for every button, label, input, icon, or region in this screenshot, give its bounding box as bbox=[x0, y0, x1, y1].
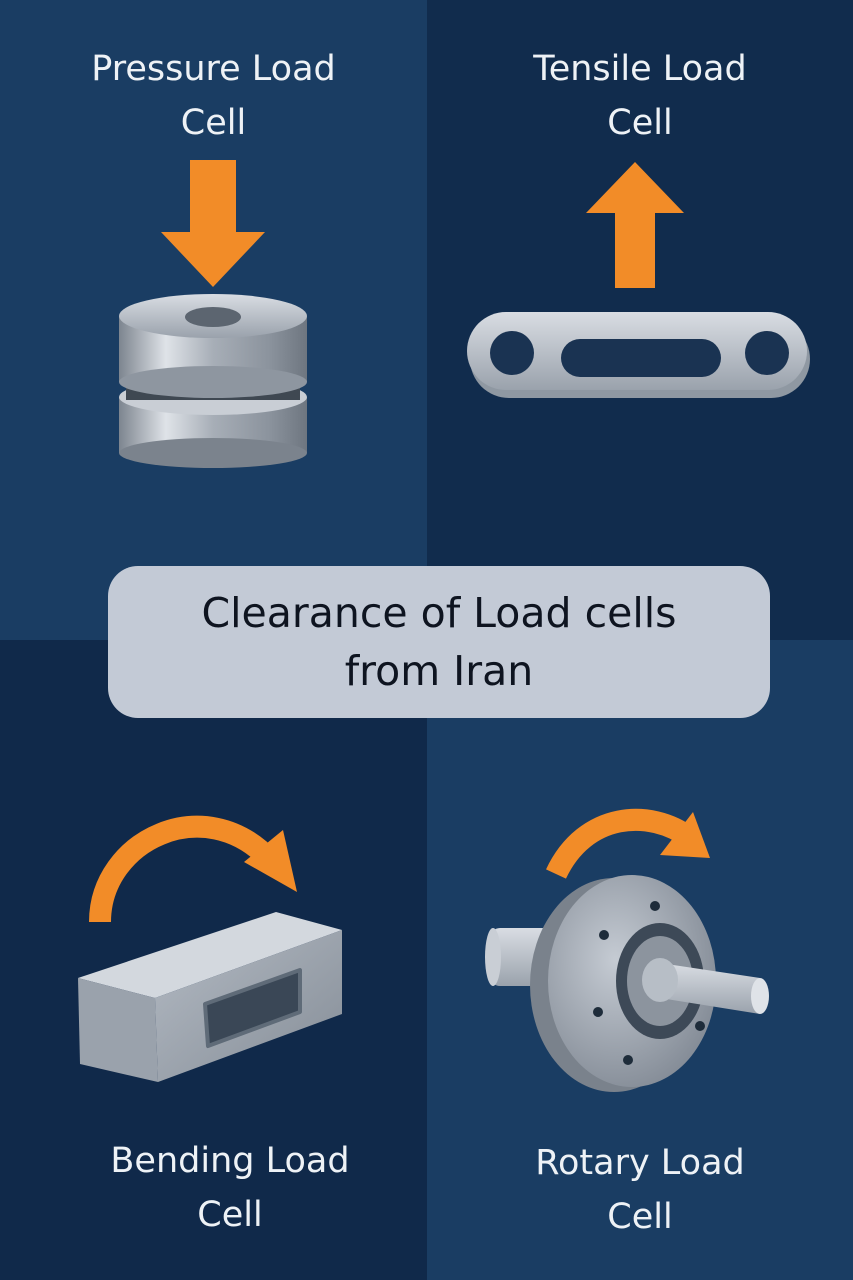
bending-load-cell-icon bbox=[78, 912, 342, 1082]
pressure-title-line2: Cell bbox=[180, 103, 247, 143]
rotary-load-cell-label: Rotary Load Cell bbox=[427, 1136, 853, 1244]
pressure-load-cell-icon bbox=[119, 294, 307, 468]
tensile-load-cell-label: Tensile Load Cell bbox=[427, 42, 853, 150]
bending-title-line1: Bending Load bbox=[110, 1141, 350, 1181]
up-arrow-icon bbox=[586, 162, 684, 288]
down-arrow-icon bbox=[161, 160, 265, 287]
pressure-load-cell-label: Pressure Load Cell bbox=[0, 42, 427, 150]
rotary-title-line2: Cell bbox=[607, 1197, 673, 1237]
bending-title-line2: Cell bbox=[197, 1195, 263, 1235]
rotary-title-line1: Rotary Load bbox=[535, 1143, 745, 1183]
curved-arrow-icon bbox=[89, 815, 297, 923]
curved-arrow-icon bbox=[546, 808, 710, 880]
center-banner: Clearance of Load cells from Iran bbox=[108, 566, 770, 718]
banner-line2: from Iran bbox=[344, 647, 534, 695]
tensile-title-line2: Cell bbox=[607, 103, 673, 143]
tensile-load-cell-icon bbox=[467, 312, 810, 398]
bending-load-cell-label: Bending Load Cell bbox=[0, 1134, 460, 1242]
rotary-load-cell-icon bbox=[485, 875, 769, 1092]
pressure-title-line1: Pressure Load bbox=[91, 49, 336, 89]
banner-line1: Clearance of Load cells bbox=[201, 589, 677, 637]
tensile-title-line1: Tensile Load bbox=[533, 49, 747, 89]
